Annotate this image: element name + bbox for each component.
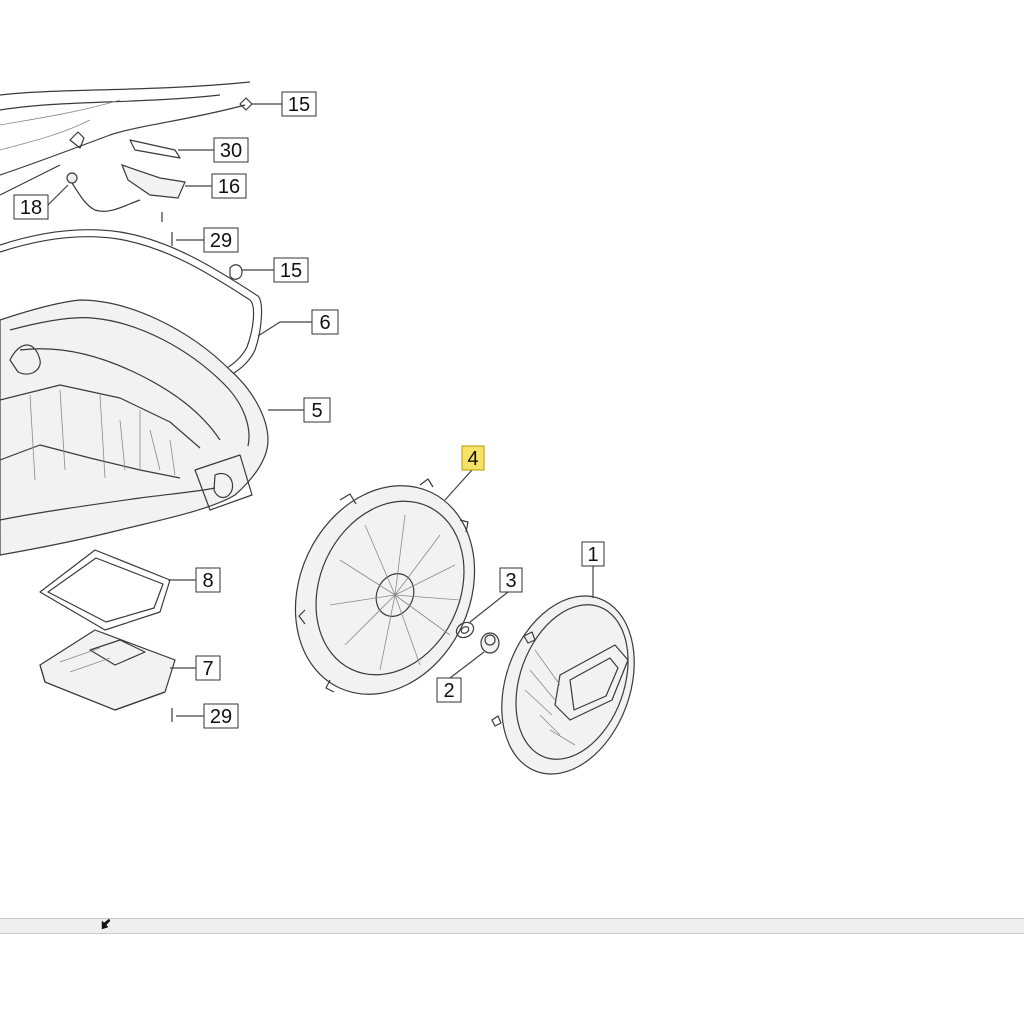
- svg-text:15: 15: [280, 260, 302, 282]
- svg-text:4: 4: [467, 448, 478, 470]
- upper-body-shell: [0, 81, 251, 196]
- washer-part-3: [455, 621, 475, 639]
- callout-5[interactable]: 5: [268, 397, 331, 423]
- svg-text:29: 29: [210, 706, 232, 728]
- motor-housing-part-4: [294, 478, 476, 695]
- svg-text:16: 16: [218, 176, 240, 198]
- callout-15-top[interactable]: 15: [252, 91, 317, 117]
- svg-text:3: 3: [505, 570, 516, 592]
- filter-frame: [39, 549, 171, 631]
- callout-16[interactable]: 16: [185, 173, 247, 199]
- arrow-cursor-icon: [101, 918, 111, 930]
- svg-text:15: 15: [288, 94, 310, 116]
- svg-text:1: 1: [587, 544, 598, 566]
- horizontal-scrollbar[interactable]: [0, 918, 1024, 934]
- callout-18[interactable]: 18: [13, 184, 69, 220]
- callout-4-highlighted[interactable]: 4: [444, 445, 485, 501]
- callout-30[interactable]: 30: [178, 137, 249, 163]
- callout-29-upper[interactable]: 29: [176, 227, 239, 253]
- svg-text:18: 18: [20, 197, 42, 219]
- svg-text:7: 7: [202, 658, 213, 680]
- svg-text:29: 29: [210, 230, 232, 252]
- callout-2[interactable]: 2: [436, 651, 485, 703]
- fan-cover-part-1: [491, 595, 635, 775]
- filter-cartridge: [39, 629, 176, 711]
- svg-text:2: 2: [443, 680, 454, 702]
- svg-text:30: 30: [220, 140, 242, 162]
- nut-part-2: [480, 632, 500, 654]
- callout-29-lower[interactable]: 29: [176, 703, 239, 729]
- sensor-cable: [66, 172, 141, 212]
- svg-text:6: 6: [319, 312, 330, 334]
- svg-text:5: 5: [311, 400, 322, 422]
- lower-chassis: [0, 299, 269, 556]
- callout-1[interactable]: 1: [581, 541, 605, 598]
- callout-3[interactable]: 3: [469, 567, 523, 623]
- callout-6[interactable]: 6: [257, 309, 339, 337]
- callout-8[interactable]: 8: [168, 567, 221, 593]
- svg-text:8: 8: [202, 570, 213, 592]
- callout-7[interactable]: 7: [170, 655, 221, 681]
- callout-15-middle[interactable]: 15: [242, 257, 309, 283]
